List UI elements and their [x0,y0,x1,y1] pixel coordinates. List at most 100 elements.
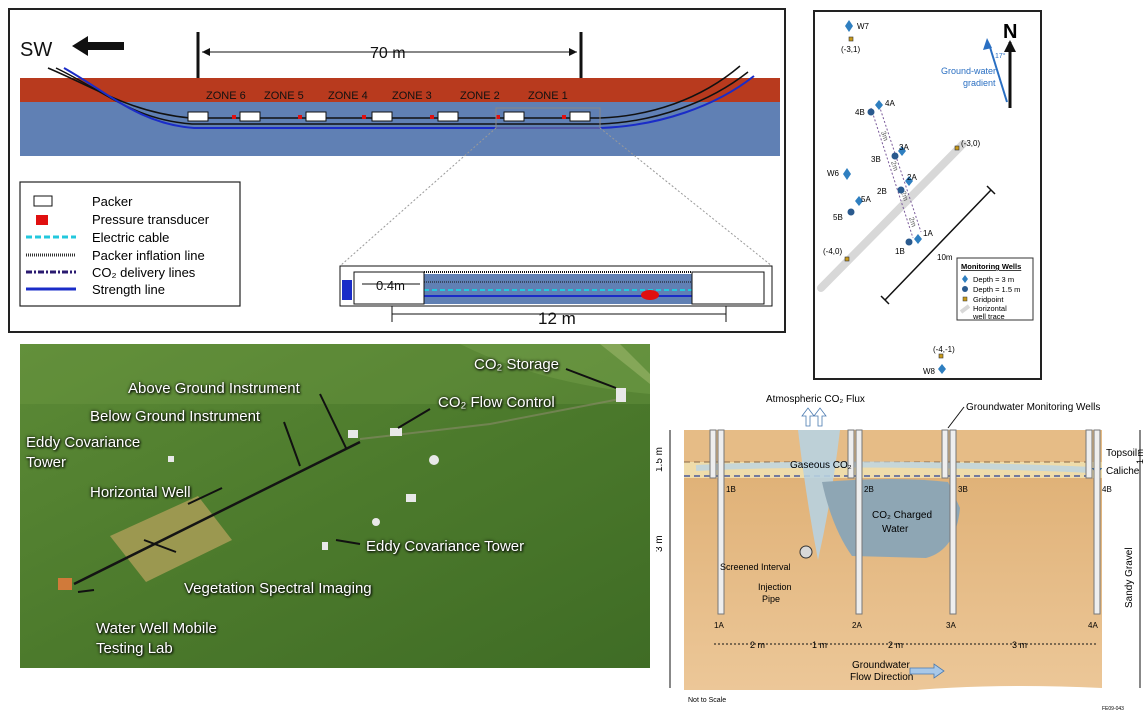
length-label: 70 m [370,45,406,62]
cross-section-panel: SW 70 m ZONE 6 ZONE 5 ZONE 4 ZONE 3 ZONE… [8,8,786,333]
well-label: 4A [885,99,895,108]
well-label: 3A [946,621,956,630]
well-label: 3A [899,143,909,152]
sw-arrow-icon [72,36,124,56]
mobile-testing-lab [58,578,72,590]
gridpoint-markers [844,36,960,359]
aerial-label: Eddy Covariance Tower [366,538,525,555]
map-legend [956,257,1034,321]
not-to-scale-label: Not to Scale [688,697,726,704]
depth-label: 3 m [656,535,665,552]
scale-label: 10m [937,253,953,262]
aerial-label: Vegetation Spectral Imaging [184,580,372,597]
layer-label: Topsoil [1106,448,1137,459]
north-label: N [1003,21,1017,43]
zone-label: ZONE 4 [328,90,368,102]
deep-well-markers [843,20,946,374]
map-legend-item: Depth = 3 m [973,275,1014,284]
flow-label: Groundwater [852,660,910,671]
legend-label: Pressure transducer [92,212,210,227]
detail-length-label: 12 m [538,309,576,328]
shallow-well-markers [847,108,913,246]
zone-label: ZONE 6 [206,90,246,102]
well-label: 3B [871,155,881,164]
aerial-label: Tower [26,454,67,471]
legend-label: Packer [92,194,133,209]
aerial-label: CO₂ Flow Control [438,394,555,411]
depth-label: 1.5 m [656,447,665,472]
figure-code-label: FE09-043 [1102,706,1124,712]
well-label: 2A [852,621,862,630]
zone-label: ZONE 2 [460,90,500,102]
spacing-label: 2 m [750,640,765,650]
spacing-label: 3m [879,130,889,142]
aerial-label: Eddy Covariance [26,434,141,451]
flux-arrow-icon [801,407,827,427]
zone-label: ZONE 5 [264,90,304,102]
well-label: 5A [861,195,871,204]
well-label: 4A [1088,621,1098,630]
legend-label: Electric cable [92,230,169,245]
soil-profile-diagram: Atmospheric CO₂ Flux Groundwater Monitor… [654,394,1145,713]
legend-label: Strength line [92,282,165,297]
angle-label: 17° [995,52,1006,60]
spacing-label: 2m [907,216,917,228]
zone-label: ZONE 1 [528,90,568,102]
injection-label: Injection [758,582,792,592]
well-label: 4B [855,108,865,117]
packer-detail: 0.4m 12 m [339,265,773,328]
spacing-label: 1 m [812,640,827,650]
layer-label: Sandy Gravel [1124,547,1135,608]
water-label: CO₂ Charged [872,510,932,521]
well-label: W7 [857,22,870,31]
map-legend-item: Gridpoint [973,295,1004,304]
well-label: 2A [907,173,917,182]
aerial-label: Horizontal Well [90,484,191,501]
gridpoint-label: (-4,0) [823,247,842,256]
detail-small-label: 0.4m [376,278,405,293]
flux-label: Atmospheric CO₂ Flux [766,394,865,405]
well-label: W6 [827,169,840,178]
gas-label: Gaseous CO₂ [790,460,852,471]
screened-label: Screened Interval [720,562,791,572]
legend-label: Packer inflation line [92,248,205,263]
water-label: Water [882,524,909,535]
aerial-label: Below Ground Instrument [90,408,261,425]
well-map-diagram: N 17° Ground-water gradient 3m 2m 2m 2m … [817,20,1034,376]
soil-layer [20,78,780,102]
layer-label: Caliche [1106,466,1140,477]
cross-section-diagram: SW 70 m ZONE 6 ZONE 5 ZONE 4 ZONE 3 ZONE… [19,32,780,328]
well-map-panel: N 17° Ground-water gradient 3m 2m 2m 2m … [813,10,1042,380]
spacing-label: 2m [889,160,899,172]
aerial-photo-panel: CO₂ Storage Above Ground Instrument Belo… [20,344,650,668]
equipment-markers [168,388,626,550]
spacing-label: 2 m [888,640,903,650]
zone-label: ZONE 3 [392,90,432,102]
aerial-label: CO₂ Storage [474,356,560,373]
aerial-label: Above Ground Instrument [128,380,300,397]
transducers [232,115,566,119]
horizontal-well-trace [817,140,967,292]
gradient-label: Ground-water [941,66,996,76]
map-legend-item: well trace [972,312,1005,321]
map-legend-title: Monitoring Wells [961,262,1021,271]
monitoring-wells [709,429,1101,615]
cross-section-legend [19,181,241,307]
well-label: 5B [833,213,843,222]
gridpoint-label: (-3,0) [961,139,980,148]
aerial-label: Water Well Mobile [96,620,217,637]
well-label: 2B [864,485,874,494]
spacing-label: 3 m [1012,640,1027,650]
gridpoint-label: (-4,-1) [933,345,955,354]
direction-label: SW [20,39,52,61]
injection-pipe [799,545,813,559]
well-label: 1A [714,621,724,630]
well-label: 1A [923,229,933,238]
spacing-label: 2m [899,190,909,202]
well-label: 4B [1102,485,1112,494]
map-legend-item: Depth = 1.5 m [973,285,1020,294]
flow-label: Flow Direction [850,672,913,683]
aerial-label: Testing Lab [96,640,173,657]
north-arrow-icon [1004,40,1016,52]
injection-label: Pipe [762,594,780,604]
